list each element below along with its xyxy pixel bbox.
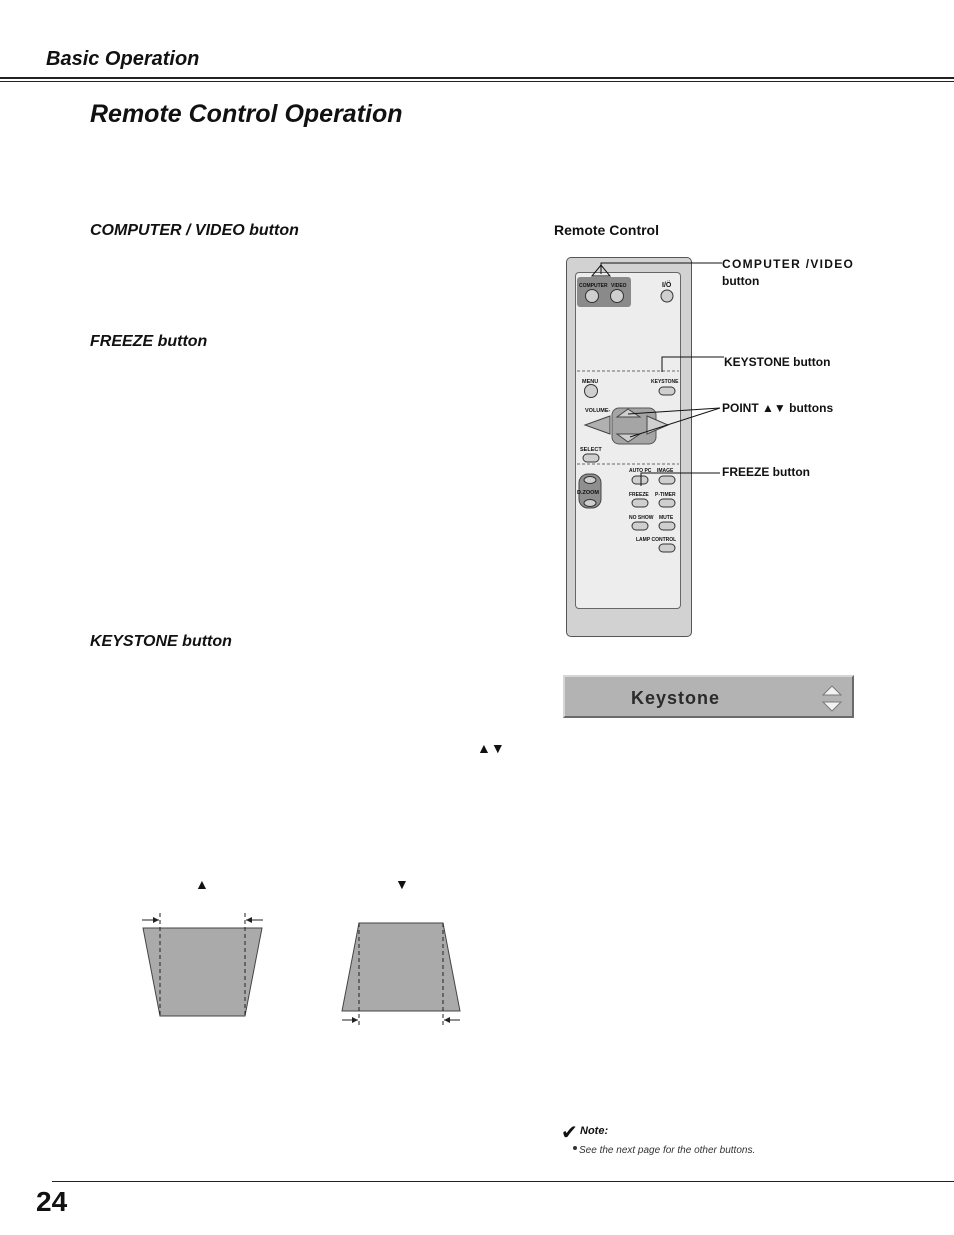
computer-label: COMPUTER — [579, 283, 608, 289]
point-arrows-icon: ▲▼ — [477, 740, 505, 756]
select-button[interactable] — [582, 453, 600, 463]
keystone-dialog — [563, 675, 854, 718]
p-timer-label: P-TIMER — [655, 492, 676, 498]
page-number: 24 — [36, 1186, 68, 1217]
freeze-label: FREEZE — [629, 492, 649, 498]
callout-point-suffix: buttons — [789, 401, 834, 415]
remote-caption: Remote Control — [554, 222, 659, 238]
volume-minus-button[interactable] — [583, 415, 611, 435]
keystone-label: KEYSTONE — [651, 379, 679, 385]
mute-button[interactable] — [658, 521, 676, 531]
auto-pc-label: AUTO PC — [629, 468, 652, 474]
dzoom-rocker[interactable] — [578, 473, 602, 509]
section-title: Basic Operation — [46, 48, 200, 70]
note-label: Note: — [580, 1125, 609, 1137]
lamp-control-label: LAMP CONTROL — [636, 537, 676, 543]
no-show-label: NO SHOW — [629, 515, 654, 521]
callout-computer-video: COMPUTER /VIDEO — [722, 257, 855, 271]
image-button[interactable] — [658, 475, 676, 485]
keystone-adjust-icon — [821, 685, 843, 712]
freeze-heading: FREEZE button — [90, 333, 208, 350]
point-up-button[interactable] — [615, 408, 642, 418]
callout-freeze: FREEZE button — [722, 465, 810, 479]
video-label: VIDEO — [611, 283, 627, 289]
arrowhead — [246, 917, 252, 923]
image-label: IMAGE — [657, 468, 674, 474]
callout-line-freeze — [640, 472, 720, 486]
header-rule — [0, 77, 954, 79]
keystone-button[interactable] — [658, 386, 676, 396]
note-text: See the next page for the other buttons. — [579, 1145, 756, 1156]
source-button-panel — [577, 277, 631, 307]
mute-label: MUTE — [659, 515, 674, 521]
no-show-button[interactable] — [631, 521, 649, 531]
power-button[interactable] — [660, 289, 674, 303]
auto-pc-button[interactable] — [631, 475, 649, 485]
bullet-icon — [573, 1146, 577, 1150]
callout-line-point-down — [629, 407, 721, 438]
trapezoid-wide-bottom — [341, 922, 461, 1012]
down-arrow-icon: ▼ — [395, 876, 409, 892]
up-arrow-icon: ▲ — [195, 876, 209, 892]
page-heading: Remote Control Operation — [90, 100, 403, 128]
arrowhead — [153, 917, 159, 923]
callout-line-keystone — [661, 356, 724, 372]
checkmark-icon: ✔ — [561, 1122, 578, 1144]
computer-button[interactable] — [585, 289, 599, 303]
keystone-heading: KEYSTONE button — [90, 633, 232, 650]
dzoom-plus-button[interactable] — [583, 476, 597, 484]
select-label: SELECT — [580, 447, 602, 453]
arrowhead — [352, 1017, 358, 1023]
dzoom-label: D.ZOOM — [577, 490, 599, 496]
callout-pointer — [590, 264, 612, 277]
header-rule-thin — [0, 81, 954, 82]
volume-plus-button[interactable] — [646, 415, 670, 435]
keystone-dialog-label: Keystone — [631, 688, 721, 708]
callout-line-point-up — [627, 407, 721, 415]
lamp-control-button[interactable] — [658, 543, 676, 553]
keystone-down-arrow-icon — [821, 701, 843, 712]
menu-button[interactable] — [584, 384, 598, 398]
callout-computer-video-button: button — [722, 274, 760, 288]
callout-point-arrows: ▲▼ — [762, 401, 786, 415]
dzoom-minus-button[interactable] — [583, 499, 597, 507]
video-button[interactable] — [610, 289, 624, 303]
freeze-remote-button[interactable] — [631, 498, 649, 508]
p-timer-button[interactable] — [658, 498, 676, 508]
footer-rule — [52, 1181, 954, 1182]
trapezoid-wide-top — [142, 927, 263, 1017]
computer-video-heading: COMPUTER / VIDEO button — [90, 222, 299, 239]
callout-keystone: KEYSTONE button — [724, 355, 831, 369]
callout-point: POINT ▲▼ buttons — [722, 400, 833, 417]
keystone-diagrams — [142, 913, 461, 1027]
callout-line-computer-video — [600, 262, 722, 274]
power-label: I/Ö — [662, 280, 672, 289]
menu-label: MENU — [582, 379, 598, 385]
callout-point-prefix: POINT — [722, 401, 759, 415]
volume-label: VOLUME- — [585, 408, 611, 414]
keystone-up-arrow-icon — [821, 685, 843, 696]
arrowhead — [444, 1017, 450, 1023]
